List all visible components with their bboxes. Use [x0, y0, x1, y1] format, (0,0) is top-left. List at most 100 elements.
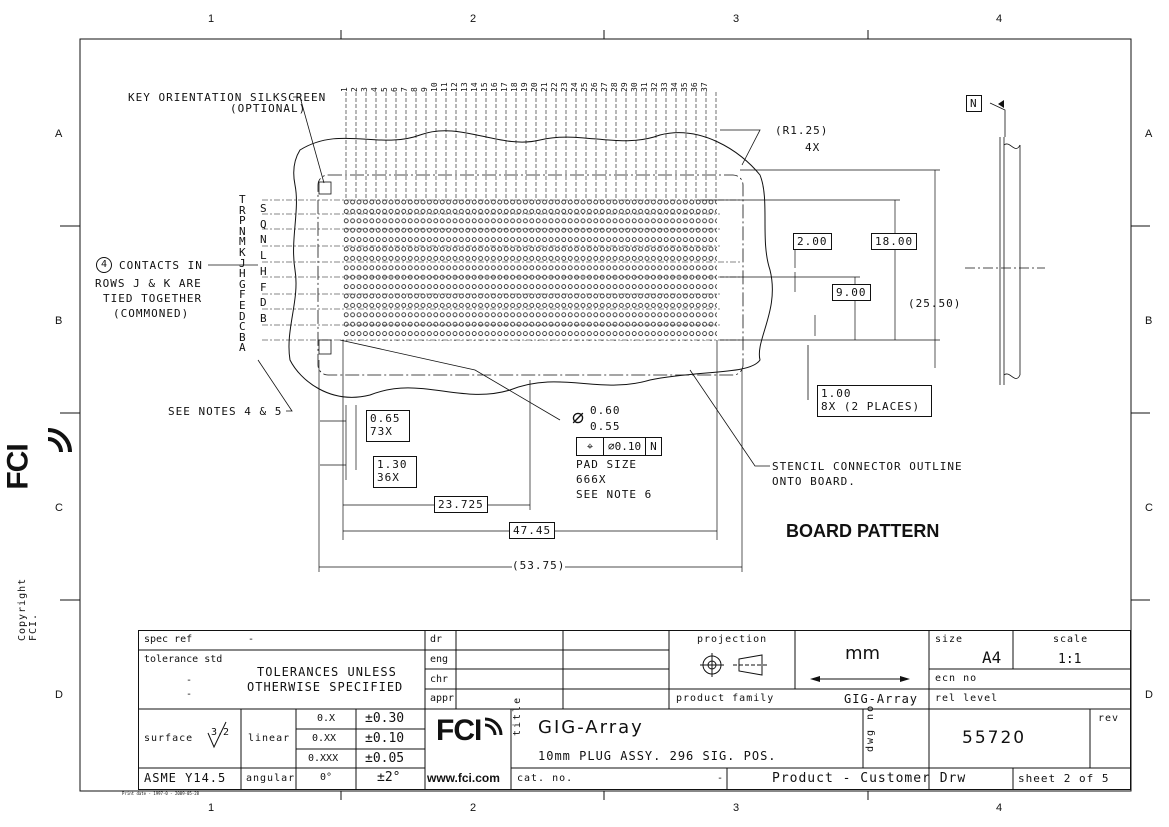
scale-label: scale: [1053, 634, 1089, 645]
chr-label: chr: [430, 674, 449, 685]
zone-bottom-1: 1: [208, 802, 215, 814]
key-orientation-note: KEY ORIENTATION SILKSCREEN: [128, 91, 327, 104]
row-label-left: E: [239, 298, 246, 312]
title-block: [138, 630, 1131, 790]
signal-arc-icon: [484, 717, 503, 736]
dim-9-00: 9.00: [832, 284, 871, 301]
angular-label: angular: [246, 773, 296, 784]
ang-fmt: 0°: [320, 772, 333, 783]
projection-label: projection: [697, 634, 768, 645]
pad-size: PAD SIZE: [576, 458, 637, 471]
website-link[interactable]: www.fci.com: [427, 771, 500, 785]
tolerance-std-label: tolerance std: [144, 654, 223, 665]
board-pattern-title: BOARD PATTERN: [786, 521, 940, 541]
tolerances-line1: TOLERANCES UNLESS: [257, 665, 397, 679]
row-label-right: L: [260, 249, 267, 263]
ang-tol: ±2°: [377, 770, 401, 785]
row-label-left: H: [239, 267, 246, 281]
lin-fmt-1: 0.X: [317, 713, 336, 724]
row-label-left: D: [239, 309, 246, 323]
radius-dim: (R1.25): [775, 124, 829, 137]
zone-left-a: A: [55, 128, 63, 140]
zone-left-b: B: [55, 315, 63, 327]
row-label-right: N: [260, 233, 267, 247]
size-value: A4: [982, 648, 1002, 667]
product-family-label: product family: [676, 693, 775, 704]
gdt-frame: ⌖ ⌀0.10 N: [576, 437, 662, 456]
lin-tol-2: ±0.10: [365, 731, 405, 746]
pad-dia-055: 0.55: [590, 420, 621, 433]
dim-18-00: 18.00: [871, 233, 918, 250]
title-label: title: [512, 695, 523, 736]
row-label-left: A: [239, 341, 246, 355]
datum-n: N: [966, 95, 982, 112]
drawing-type: Product - Customer Drw: [772, 771, 967, 786]
zone-right-b: B: [1145, 315, 1153, 327]
surface-value: 3.2: [211, 727, 230, 738]
row-label-left: T: [239, 193, 246, 206]
key-orientation-optional: (OPTIONAL): [230, 102, 307, 115]
units-mm: mm: [845, 643, 881, 664]
zone-top-1: 1: [208, 13, 215, 25]
drawing-subtitle: 10mm PLUG ASSY. 296 SIG. POS.: [538, 749, 777, 763]
zone-right-c: C: [1145, 502, 1153, 514]
position-icon: ⌖: [577, 438, 604, 455]
zone-bottom-4: 4: [996, 802, 1003, 814]
zone-right-d: D: [1145, 689, 1153, 701]
scale-value: 1:1: [1058, 652, 1082, 667]
zone-left-d: D: [55, 689, 63, 701]
zone-top-3: 3: [733, 13, 740, 25]
diameter-icon: ⌀: [572, 404, 585, 428]
dr-label: dr: [430, 634, 443, 645]
lin-tol-3: ±0.05: [365, 751, 405, 766]
row-label-right: D: [260, 296, 267, 310]
drawing-title: GIG-Array: [538, 717, 644, 738]
row-label-left: B: [239, 330, 246, 344]
zone-right-a: A: [1145, 128, 1153, 140]
side-fci-logo: FCI: [2, 420, 76, 500]
zone-top-2: 2: [470, 13, 477, 25]
row-label-left: K: [239, 245, 246, 259]
rev-label: rev: [1098, 713, 1120, 724]
size-label: size: [935, 634, 964, 645]
lin-fmt-2: 0.XX: [312, 733, 337, 744]
dim-25-50: (25.50): [908, 297, 962, 310]
sheet-number: sheet 2 of 5: [1018, 772, 1110, 785]
linear-label: linear: [248, 733, 291, 744]
ecn-no-label: ecn no: [935, 673, 978, 684]
row-label-left: F: [239, 288, 246, 302]
stencil-note-1: STENCIL CONNECTOR OUTLINE: [772, 460, 963, 473]
dim-23-725: 23.725: [434, 496, 488, 513]
row-label-left: N: [239, 224, 246, 238]
row-label-left: G: [239, 277, 246, 291]
tolerance-dash-2: -: [186, 689, 193, 700]
contacts-note-line4: (COMMONED): [113, 307, 190, 320]
row-label-right: B: [260, 311, 267, 325]
row-label-left: J: [239, 256, 246, 270]
fci-logo: FCI: [430, 712, 508, 766]
zone-bottom-2: 2: [470, 802, 477, 814]
zone-top-4: 4: [996, 13, 1003, 25]
row-label-left: C: [239, 320, 246, 334]
dim-47-45: 47.45: [509, 522, 556, 539]
row-label-left: P: [239, 214, 246, 228]
signal-arc-icon: [47, 428, 72, 453]
print-date: Print date - 1997-0 - 2009-05-28: [122, 791, 200, 796]
appr-label: appr: [430, 693, 455, 704]
cat-no-value: -: [717, 773, 724, 784]
lin-tol-1: ±0.30: [365, 711, 405, 726]
pad-dia-060: 0.60: [590, 404, 621, 417]
drawing-number: 55720: [962, 728, 1027, 748]
surface-label: surface: [144, 733, 194, 744]
spec-ref-label: spec ref: [144, 634, 193, 645]
diameter-icon: ⌀: [608, 440, 615, 453]
dim-2-00: 2.00: [793, 233, 832, 250]
tolerances-line2: OTHERWISE SPECIFIED: [247, 680, 404, 694]
contacts-note-line1: CONTACTS IN: [119, 259, 203, 272]
see-note-6: SEE NOTE 6: [576, 488, 653, 501]
row-label-right: S: [260, 202, 267, 215]
